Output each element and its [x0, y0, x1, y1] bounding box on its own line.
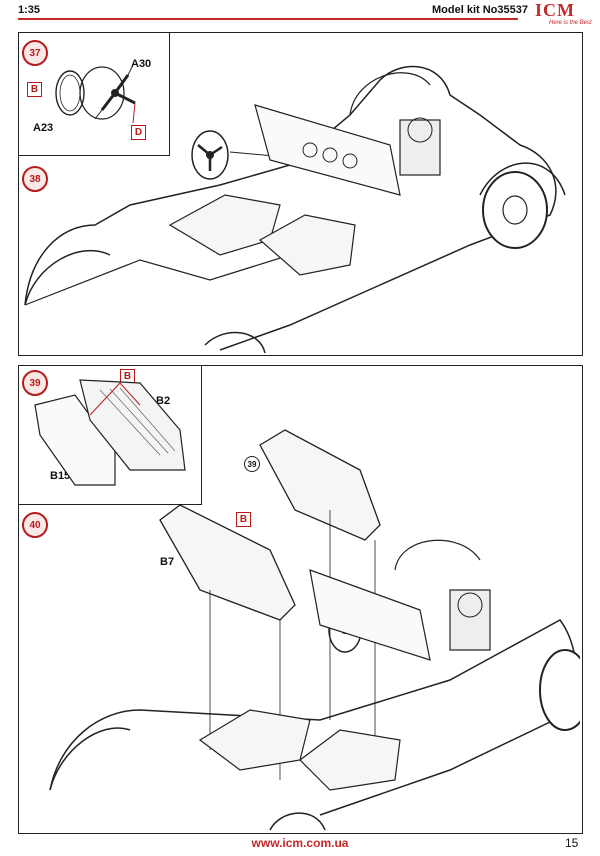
icm-logo: ICM Here is the Best [535, 0, 595, 30]
step-40-badge: 40 [22, 512, 48, 538]
part-box-b-step-40: B [236, 512, 251, 527]
part-label-b15: B15 [50, 470, 71, 482]
part-box-d-step-37: D [131, 125, 146, 140]
scale-label: 1:35 [18, 4, 41, 16]
part-box-b-step-37: B [27, 82, 42, 97]
seat-assembly-drawing-step-39 [34, 379, 186, 486]
header-rule [18, 18, 518, 20]
car-drawing-step-40 [49, 429, 580, 831]
car-drawing-step-38 [24, 65, 566, 353]
steering-wheel-assembly-drawing [55, 66, 136, 124]
logo-tagline: Here is the Best [549, 20, 592, 26]
page-number: 15 [565, 836, 579, 850]
step-39-badge: 39 [22, 370, 48, 396]
step-37-badge: 37 [22, 40, 48, 66]
part-label-a23: A23 [33, 122, 54, 134]
part-label-a30: A30 [131, 58, 152, 70]
part-label-b2: B2 [156, 395, 171, 407]
step-39-reference: 39 [244, 456, 260, 472]
logo-text: ICM [535, 0, 575, 20]
footer-url[interactable]: www.icm.com.ua [251, 836, 349, 850]
step-38-badge: 38 [22, 166, 48, 192]
model-kit-label: Model kit No35537 [432, 4, 528, 16]
part-label-b7: B7 [160, 556, 175, 568]
